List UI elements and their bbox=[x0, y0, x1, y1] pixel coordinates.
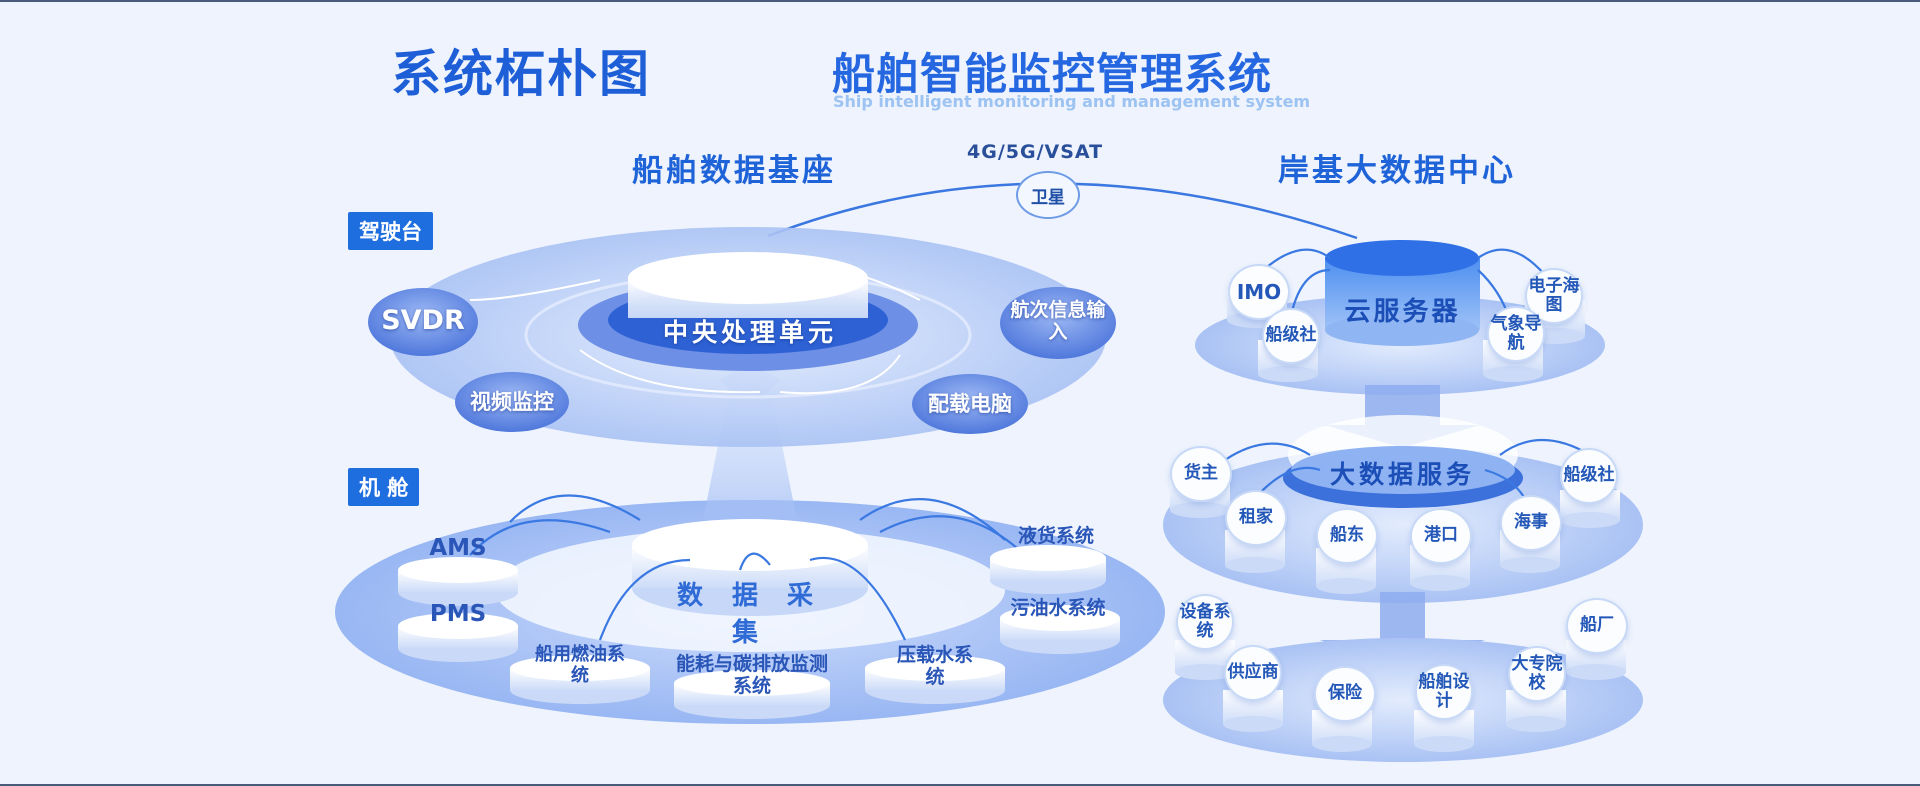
port-node: 港口 bbox=[1410, 508, 1472, 564]
equipment-system-node: 设备系统 bbox=[1176, 594, 1234, 650]
bridge-tag: 驾驶台 bbox=[348, 212, 433, 250]
energy-emission-node: 能耗与碳排放监测系统 bbox=[675, 653, 828, 697]
class-society-node: 船级社 bbox=[1262, 308, 1320, 364]
cloud-server: 云服务器 bbox=[1344, 297, 1461, 327]
loading-computer-node: 配载电脑 bbox=[928, 392, 1012, 416]
shipyard-node: 船厂 bbox=[1566, 598, 1628, 654]
supplier-node: 供应商 bbox=[1224, 645, 1282, 701]
ams-node: AMS bbox=[429, 535, 487, 561]
ship-design-node: 船舶设计 bbox=[1415, 664, 1473, 720]
maritime-node: 海事 bbox=[1500, 495, 1562, 551]
shore-center-heading: 岸基大数据中心 bbox=[1278, 153, 1516, 189]
insurance-node: 保险 bbox=[1314, 666, 1376, 722]
weather-routing-node: 气象导航 bbox=[1487, 306, 1545, 362]
ballast-water-node: 压载水系统 bbox=[896, 644, 973, 688]
sewage-node: 污油水系统 bbox=[1010, 597, 1106, 619]
satellite-node: 卫星 bbox=[1016, 171, 1080, 219]
charterer-node: 租家 bbox=[1225, 490, 1287, 546]
class-society-node-2: 船级社 bbox=[1560, 448, 1618, 504]
network-link-label: 4G/5G/VSAT bbox=[967, 141, 1104, 163]
liquid-cargo-node: 液货系统 bbox=[1018, 525, 1095, 547]
video-monitor-node: 视频监控 bbox=[470, 390, 554, 414]
topology-title: 系统柘朴图 bbox=[391, 45, 651, 103]
cargo-owner-node: 货主 bbox=[1170, 446, 1232, 502]
pms-node: PMS bbox=[429, 601, 487, 627]
voyage-input-node: 航次信息输入 bbox=[1010, 299, 1106, 343]
ship-platform-heading: 船舶数据基座 bbox=[632, 153, 836, 189]
data-collection-core: 数 据 采 集 bbox=[676, 581, 824, 648]
bottom-border bbox=[0, 784, 1920, 786]
big-data-service: 大数据服务 bbox=[1329, 460, 1475, 489]
engine-room-tag: 机 舱 bbox=[348, 468, 420, 506]
college-node: 大专院校 bbox=[1508, 646, 1566, 702]
central-processing-unit: 中央处理单元 bbox=[662, 318, 837, 347]
system-subtitle: Ship intelligent monitoring and manageme… bbox=[833, 92, 1311, 111]
system-title: 船舶智能监控管理系统 bbox=[832, 50, 1272, 100]
shipowner-node: 船东 bbox=[1316, 508, 1378, 564]
svdr-node: SVDR bbox=[381, 305, 465, 336]
fuel-system-node: 船用燃油系统 bbox=[535, 644, 625, 686]
